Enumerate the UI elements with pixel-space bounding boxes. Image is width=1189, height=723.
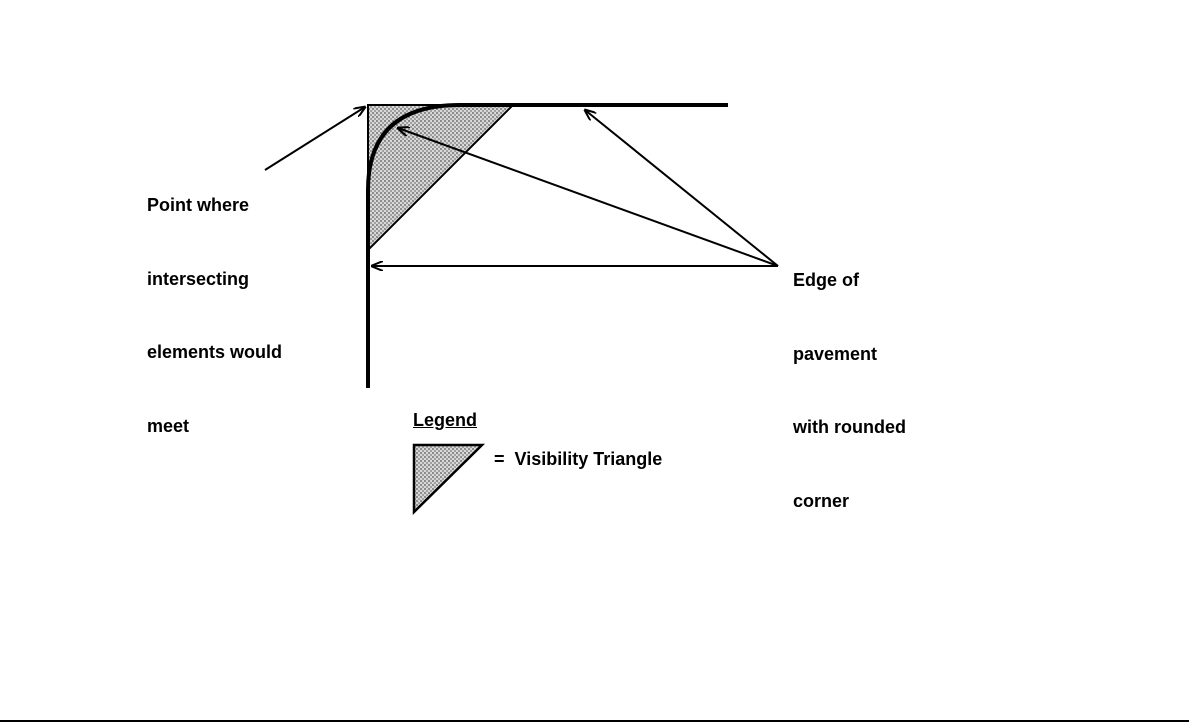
intersection-arrow <box>264 107 365 171</box>
pavement-edge-label: Edge of pavement with rounded corner <box>793 219 906 538</box>
intersection-label: Point where intersecting elements would … <box>147 144 282 463</box>
legend-item-text: = Visibility Triangle <box>494 449 663 469</box>
label-line: elements would <box>147 342 283 362</box>
legend-title: Legend <box>413 410 478 430</box>
edge-arrow-curve <box>398 128 779 267</box>
label-line: corner <box>793 490 850 511</box>
label-line: Point where <box>147 195 250 215</box>
label-line: meet <box>147 415 190 436</box>
label-line: pavement <box>793 343 878 364</box>
label-line: with rounded <box>793 417 906 437</box>
edge-arrow-top <box>585 110 779 267</box>
pavement-edge <box>366 103 728 388</box>
label-line: intersecting <box>147 268 250 289</box>
label-line: Edge of <box>793 270 859 290</box>
legend-triangle <box>412 443 486 515</box>
